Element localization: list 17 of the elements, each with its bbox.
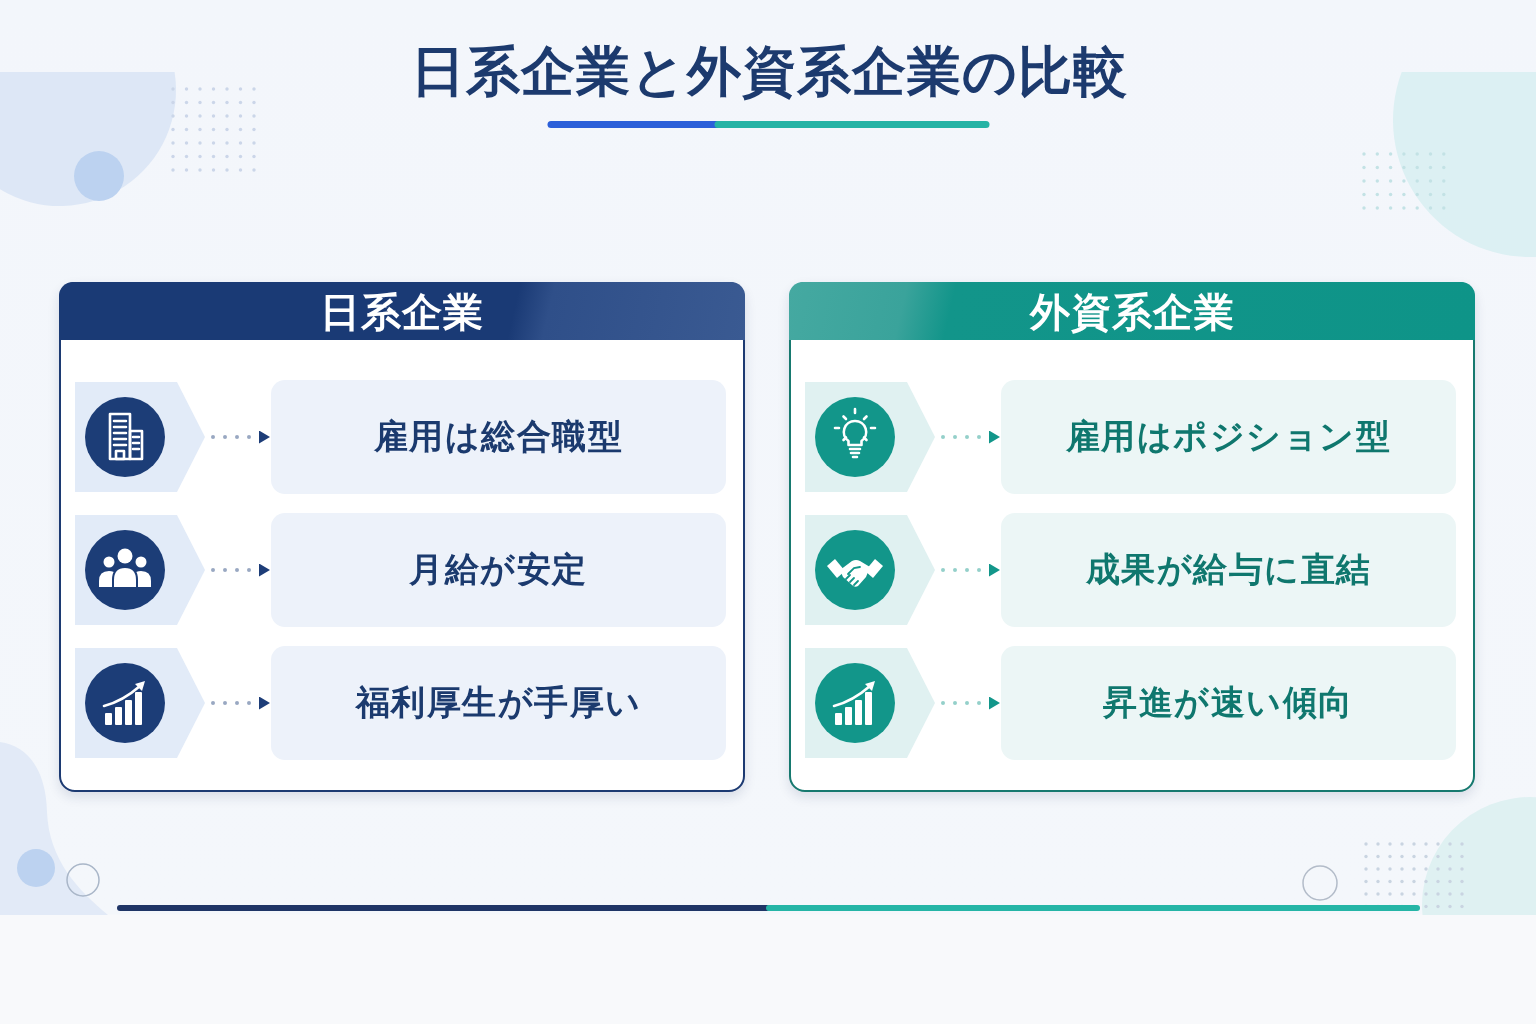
chevron-tile bbox=[805, 382, 935, 492]
chevron-tile bbox=[75, 648, 205, 758]
title: 日系企業と外資系企業の比較 bbox=[410, 39, 1128, 105]
text-box: 成果が給与に直結 bbox=[1001, 513, 1456, 627]
text-box: 福利厚生が手厚い bbox=[271, 646, 726, 760]
text-box: 雇用はポジション型 bbox=[1001, 380, 1456, 494]
chevron-tile bbox=[805, 515, 935, 625]
panel-header: 日系企業 bbox=[59, 282, 745, 340]
comparison-panel bbox=[59, 282, 745, 792]
text-box: 昇進が速い傾向 bbox=[1001, 646, 1456, 760]
comparison-panel bbox=[789, 282, 1475, 792]
chevron-tile bbox=[805, 648, 935, 758]
chevron-tile bbox=[75, 515, 205, 625]
chevron-tile bbox=[75, 382, 205, 492]
text-box: 月給が安定 bbox=[271, 513, 726, 627]
text-box: 雇用は総合職型 bbox=[271, 380, 726, 494]
panel-header: 外資系企業 bbox=[789, 282, 1475, 340]
